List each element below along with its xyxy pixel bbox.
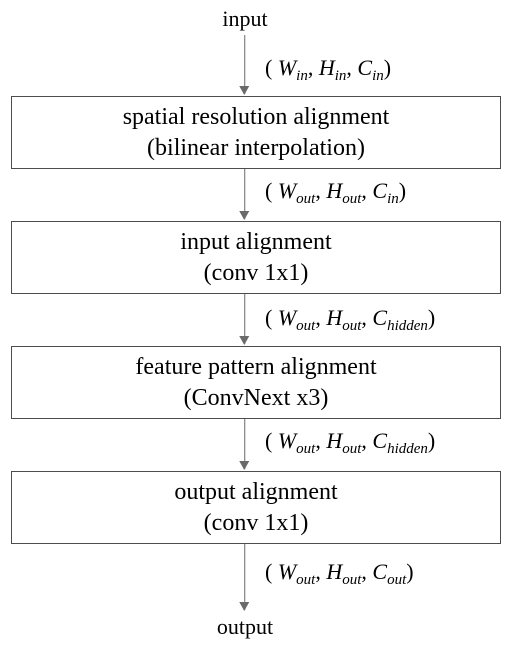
shape-w-sub: out bbox=[296, 318, 316, 334]
shape-w: W bbox=[277, 428, 297, 453]
shape-c: C bbox=[372, 305, 388, 330]
shape-c-sub: in bbox=[387, 191, 399, 207]
shape-h-sub: out bbox=[342, 572, 362, 588]
shape-sep: , bbox=[361, 559, 367, 584]
shape-open-paren: ( bbox=[265, 305, 273, 330]
shape-w: W bbox=[277, 305, 297, 330]
shape-sep: , bbox=[315, 178, 321, 203]
shape-h-sub: out bbox=[342, 191, 362, 207]
shape-c-sub: hidden bbox=[387, 441, 428, 457]
shape-sep: , bbox=[346, 55, 352, 80]
shape-h-sub: out bbox=[342, 318, 362, 334]
shape-open-paren: ( bbox=[265, 55, 273, 80]
shape-sep: , bbox=[307, 55, 314, 80]
output-label: output bbox=[216, 614, 274, 639]
step-method: (bilinear interpolation) bbox=[147, 134, 365, 161]
step-method: (ConvNext x3) bbox=[183, 384, 329, 411]
shape-label-3: ( Wout, Hout, Chidden) bbox=[265, 305, 436, 334]
shape-close-paren: ) bbox=[398, 178, 407, 203]
step-title: spatial resolution alignment bbox=[122, 103, 390, 130]
step-box-feature-pattern-alignment: feature pattern alignment (ConvNext x3) bbox=[11, 346, 501, 419]
shape-c-sub: in bbox=[372, 68, 384, 84]
shape-close-paren: ) bbox=[427, 305, 436, 330]
shape-w-sub: in bbox=[296, 68, 308, 84]
shape-h-sub: in bbox=[334, 68, 347, 84]
shape-w-sub: out bbox=[296, 441, 316, 457]
shape-h: H bbox=[326, 178, 343, 203]
shape-w: W bbox=[277, 559, 297, 584]
shape-sep: , bbox=[361, 428, 367, 453]
shape-close-paren: ) bbox=[383, 55, 392, 80]
shape-h: H bbox=[326, 559, 343, 584]
shape-open-paren: ( bbox=[265, 428, 273, 453]
arrow-input-to-step1 bbox=[239, 35, 250, 95]
step-box-input-alignment: input alignment (conv 1x1) bbox=[11, 221, 501, 294]
shape-label-4: ( Wout, Hout, Chidden) bbox=[265, 428, 436, 457]
shape-c: C bbox=[372, 178, 388, 203]
shape-h: H bbox=[326, 428, 343, 453]
step-method: (conv 1x1) bbox=[203, 509, 309, 536]
shape-c: C bbox=[372, 559, 388, 584]
shape-h: H bbox=[326, 305, 343, 330]
shape-h: H bbox=[318, 55, 335, 80]
arrow-step4-to-output bbox=[239, 544, 250, 611]
shape-c: C bbox=[357, 55, 373, 80]
shape-w-sub: out bbox=[296, 572, 316, 588]
shape-close-paren: ) bbox=[406, 559, 414, 584]
shape-label-1: ( Win, Hin, Cin) bbox=[265, 55, 392, 84]
shape-c: C bbox=[372, 428, 388, 453]
shape-w: W bbox=[277, 178, 297, 203]
shape-sep: , bbox=[315, 305, 321, 330]
shape-h-sub: out bbox=[342, 441, 362, 457]
shape-sep: , bbox=[361, 178, 367, 203]
input-label: input bbox=[222, 6, 268, 31]
shape-sep: , bbox=[315, 559, 321, 584]
shape-close-paren: ) bbox=[427, 428, 436, 453]
step-title: feature pattern alignment bbox=[135, 353, 377, 380]
arrow-step2-to-step3 bbox=[239, 294, 250, 345]
shape-c-sub: hidden bbox=[387, 318, 428, 334]
step-title: output alignment bbox=[174, 478, 338, 505]
step-title: input alignment bbox=[180, 228, 332, 255]
shape-label-2: ( Wout, Hout, Cin) bbox=[265, 178, 407, 207]
shape-sep: , bbox=[315, 428, 321, 453]
shape-w-sub: out bbox=[296, 191, 316, 207]
shape-open-paren: ( bbox=[265, 559, 273, 584]
step-method: (conv 1x1) bbox=[203, 259, 309, 286]
step-box-spatial-resolution-alignment: spatial resolution alignment (bilinear i… bbox=[11, 96, 501, 169]
step-box-output-alignment: output alignment (conv 1x1) bbox=[11, 471, 501, 544]
shape-open-paren: ( bbox=[265, 178, 273, 203]
shape-w: W bbox=[277, 55, 297, 80]
shape-sep: , bbox=[361, 305, 367, 330]
shape-c-sub: out bbox=[387, 572, 407, 588]
arrow-step1-to-step2 bbox=[239, 169, 250, 220]
arrow-step3-to-step4 bbox=[239, 419, 250, 470]
shape-label-5: ( Wout, Hout, Cout) bbox=[265, 559, 414, 588]
